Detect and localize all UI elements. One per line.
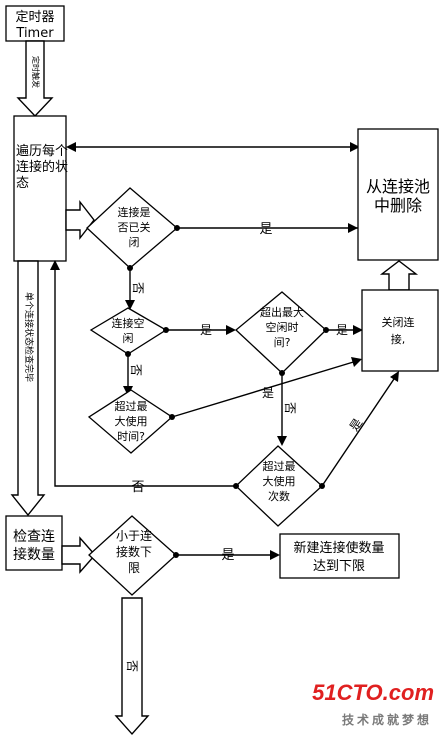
max-idle-no-dot xyxy=(279,370,285,376)
max-use-time-decision: 超过最 大使用 时间? xyxy=(87,389,174,454)
check-done-arrow: 单个连接状态检查完毕 xyxy=(10,260,46,517)
max-use-count-no-line xyxy=(54,262,236,487)
closed-label-1: 连接是 xyxy=(118,206,151,219)
traverse-remove-link xyxy=(66,142,360,152)
traverse-label-2: 连接的状 xyxy=(16,159,68,175)
closed-yes-label: 是 xyxy=(259,222,272,237)
lower-no-label: 否 xyxy=(125,660,139,672)
timer-label-en: Timer xyxy=(15,26,54,41)
lower-bound-decision: 小于连 接数下 限 xyxy=(88,515,177,596)
timer-trigger-arrow: 定时触发 xyxy=(16,40,54,118)
closed-no-dot xyxy=(127,265,133,271)
remove-label-1: 从连接池 xyxy=(366,177,430,196)
max-use-count-label-1: 超过最 xyxy=(263,459,296,473)
max-idle-label-2: 空闲时 xyxy=(266,320,299,334)
watermark: 51CTO.com 技术成就梦想 xyxy=(312,680,434,727)
timer-trigger-label: 定时触发 xyxy=(31,56,41,88)
idle-label-1: 连接空 xyxy=(112,316,145,330)
lower-yes-label: 是 xyxy=(221,548,234,563)
max-idle-label-1: 超出最大 xyxy=(260,305,304,319)
check-done-label: 单个连接状态检查完毕 xyxy=(23,292,35,382)
max-use-count-no-arrowhead xyxy=(50,260,60,270)
max-use-count-yes-label: 是 xyxy=(347,416,365,434)
close-label-2: 接, xyxy=(391,333,406,346)
idle-no-label: 否 xyxy=(129,364,143,376)
watermark-brand: 51CTO.com xyxy=(312,680,434,705)
max-use-count-label-2: 大使用 xyxy=(263,474,296,488)
idle-decision: 连接空 闲 xyxy=(89,307,168,355)
idle-label-2: 闲 xyxy=(123,331,134,345)
closed-no-arrowhead xyxy=(125,300,135,310)
watermark-slogan: 技术成就梦想 xyxy=(342,712,432,727)
max-idle-decision: 超出最大 空闲时 间? xyxy=(235,291,327,374)
close-box: 关闭连 接, xyxy=(361,289,439,372)
traverse-label-3: 态 xyxy=(16,176,29,191)
check-to-lower-arrow xyxy=(61,536,96,574)
max-idle-yes-arrowhead xyxy=(353,325,363,335)
create-label-1: 新建连接使数量 xyxy=(293,540,384,556)
max-idle-yes-dot xyxy=(323,327,329,333)
lower-no-arrow: 否 xyxy=(114,597,150,736)
closed-yes-arrowhead xyxy=(348,223,358,233)
max-use-time-yes-label: 是 xyxy=(262,386,274,400)
check-count-box: 检查连 接数量 xyxy=(5,515,63,571)
lower-bound-label-3: 限 xyxy=(128,561,140,575)
max-use-count-decision: 超过最 大使用 次数 xyxy=(235,445,323,527)
idle-yes-arrowhead xyxy=(226,325,236,335)
close-label-1: 关闭连 xyxy=(382,315,415,329)
max-use-time-yes-dot xyxy=(169,414,175,420)
closed-decision: 连接是 否已关 闭 xyxy=(86,187,179,269)
idle-no-arrowhead xyxy=(123,386,133,396)
max-use-count-yes-line xyxy=(321,372,399,487)
create-label-2: 达到下限 xyxy=(313,559,365,574)
check-count-label-2: 接数量 xyxy=(13,546,55,563)
create-box: 新建连接使数量 达到下限 xyxy=(279,533,400,579)
max-use-time-label-3: 时间? xyxy=(117,430,145,443)
max-idle-no-label: 否 xyxy=(283,402,297,414)
remove-label-2: 中删除 xyxy=(374,196,422,215)
traverse-label-1: 遍历每个 xyxy=(16,143,68,159)
lower-bound-label-2: 接数下 xyxy=(116,544,152,559)
timer-label-cn: 定时器 xyxy=(15,10,54,25)
max-idle-no-arrowhead xyxy=(277,436,287,446)
max-use-time-label-2: 大使用 xyxy=(115,414,148,428)
idle-yes-dot xyxy=(163,327,169,333)
max-use-time-label-1: 超过最 xyxy=(115,399,148,413)
closed-no-label: 否 xyxy=(131,282,145,294)
lower-yes-arrowhead xyxy=(270,550,280,560)
timer-box: 定时器 Timer xyxy=(5,5,65,42)
closed-yes-dot xyxy=(174,225,180,231)
lower-yes-dot xyxy=(173,552,179,558)
idle-yes-label: 是 xyxy=(200,323,212,337)
max-use-count-no-dot xyxy=(233,483,239,489)
close-to-remove-arrow xyxy=(379,260,419,291)
check-count-label-1: 检查连 xyxy=(13,529,55,545)
idle-no-dot xyxy=(125,351,131,357)
max-use-count-no-label: 否 xyxy=(131,480,144,495)
max-use-count-label-3: 次数 xyxy=(268,489,290,503)
traverse-box: 遍历每个 连接的状 态 xyxy=(13,115,68,262)
traverse-to-closed-arrow xyxy=(65,199,95,241)
max-use-time-yes-line xyxy=(171,359,361,418)
closed-label-3: 闭 xyxy=(129,236,140,249)
max-idle-label-3: 间? xyxy=(274,336,291,349)
lower-bound-label-1: 小于连 xyxy=(116,528,152,543)
max-use-count-yes-arrowhead xyxy=(390,371,399,382)
max-use-count-yes-dot xyxy=(319,483,325,489)
remove-box: 从连接池 中删除 xyxy=(357,128,439,261)
max-idle-yes-label: 是 xyxy=(336,323,348,337)
closed-label-2: 否已关 xyxy=(118,220,151,234)
max-use-time-yes-arrowhead xyxy=(351,357,362,367)
